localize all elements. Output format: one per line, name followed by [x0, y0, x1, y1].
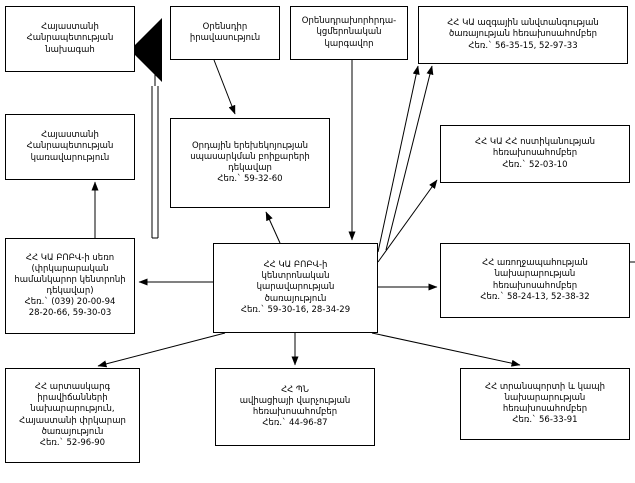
- node-line: Օրենսդրախորհրդա-: [301, 16, 397, 27]
- node-emergency-management-center: ՀՀ ԿԱ ԲՈԲՎ-ի կենտրոնական կարավարության ծ…: [213, 243, 378, 333]
- node-transport-communication-ministry: ՀՀ տրանսպորտի և կապի նախարարության հեռախ…: [460, 368, 630, 440]
- edge-center-to-legal: [265, 211, 281, 244]
- node-line: Օրդային երեխեկոյության: [191, 140, 309, 151]
- node-government-of-armenia: Հայաստանի Հանրապետության կառավարություն: [5, 114, 135, 180]
- node-line: կցմերոնական: [316, 27, 382, 38]
- node-line: Հեռ.` 59-32-60: [217, 174, 283, 185]
- node-line: ՀՀ առողջապահության: [482, 258, 588, 269]
- node-line: Հեռ.` 56-35-15, 52-97-33: [468, 40, 578, 51]
- node-line: Հայաստանի: [41, 22, 99, 33]
- node-line: նախարարության: [494, 269, 576, 280]
- edge-legislative-to-decision: [213, 59, 236, 115]
- node-line: կարավարության: [256, 282, 335, 293]
- node-line: ՀՀ ԿԱ ԲՈԲՎ-ի սեռո: [25, 252, 115, 263]
- edge-center-to-security-2: [385, 65, 434, 251]
- node-line: սպասարկման բոիքարերի: [190, 151, 310, 162]
- node-decision-making-center: Օրենսդրախորհրդա- կցմերոնական կարգավոր: [290, 6, 408, 60]
- node-line: Հեռ.` 58-24-13, 52-38-32: [480, 291, 590, 302]
- node-line: նախարարության: [504, 392, 586, 403]
- node-line: կառավարություն: [30, 152, 110, 163]
- edge-center-to-security: [377, 65, 420, 253]
- node-line: ՀՀ ՊՆ: [281, 384, 309, 395]
- node-line: հեռախոսահոմբեր: [492, 148, 578, 159]
- node-legislative-authority: Օրենսդիր իրավասություն: [170, 6, 280, 60]
- node-line: հեռախոսահոմբեր: [492, 280, 578, 291]
- arrowhead-to-president: [130, 18, 162, 82]
- node-line: իրավասություն: [189, 33, 261, 43]
- node-line: ՀՀ ԿԱ ՀՀ ոստիկանության: [474, 137, 595, 148]
- node-regional-rescue-center: ՀՀ ԿԱ ԲՈԲՎ-ի սեռո (փրկարարական համանկարո…: [5, 238, 135, 334]
- node-line: ՀՀ արտասկարգ: [34, 382, 111, 393]
- node-emergency-ministry-rescue-service: ՀՀ արտասկարգ իրավիճանների նախարարություն…: [5, 368, 140, 463]
- node-line: ծառայություն: [264, 293, 327, 304]
- node-line: կարգավոր: [324, 38, 374, 49]
- node-legal-acts-requirements: Օրդային երեխեկոյության սպասարկման բոիքար…: [170, 118, 330, 208]
- node-line: ծառայություն: [41, 426, 104, 437]
- node-line: 28-20-66, 59-30-03: [28, 308, 112, 319]
- node-line: դեկավար): [46, 286, 94, 296]
- node-line: Հանրապետության: [26, 141, 114, 152]
- node-line: Հեռ.` 44-96-87: [262, 418, 328, 429]
- node-president-of-armenia: Հայաստանի Հանրապետության նախագահ: [5, 6, 135, 72]
- node-line: ՀՀ ԿԱ ազգային անվտանգության: [447, 18, 599, 29]
- node-line: ավիացիայի վարչության: [239, 395, 351, 406]
- node-line: ՀՀ ԿԱ ԲՈԲՎ-ի: [263, 260, 328, 271]
- node-line: Հեռ.` 52-03-10: [502, 159, 568, 170]
- node-line: Հայաստանի: [41, 130, 99, 141]
- node-line: նախագահ: [45, 44, 95, 55]
- node-line: Հեռ.` (039) 20-00-94: [24, 297, 116, 308]
- edge-center-to-foreignmin: [97, 332, 226, 368]
- node-line: նախարարություն,: [30, 404, 115, 415]
- node-line: իրավիճանների: [37, 393, 108, 404]
- node-line: Հանրապետության: [26, 33, 114, 44]
- node-line: հեռախոսահոմբեր: [252, 407, 338, 417]
- node-line: Օրենսդիր: [202, 21, 248, 32]
- node-line: հեռախոսահոմբեր: [502, 404, 588, 414]
- node-national-security-service: ՀՀ ԿԱ ազգային անվտանգության ծառայության …: [418, 6, 628, 64]
- node-health-ministry: ՀՀ առողջապահության նախարարության հեռախոս…: [440, 243, 630, 318]
- node-line: Հեռ.` 52-96-90: [39, 437, 106, 448]
- node-line: (փրկարարական: [31, 263, 109, 274]
- edge-center-to-transport: [371, 332, 521, 367]
- node-line: դեկավար: [228, 163, 272, 173]
- node-line: Հեռ.` 56-33-91: [512, 415, 578, 426]
- edge-center-to-police: [377, 179, 438, 263]
- node-line: կենտրոնական: [261, 271, 330, 282]
- node-line: համանկարոր կենտրոնի: [14, 274, 126, 285]
- node-line: Հեռ.` 59-30-16, 28-34-29: [240, 304, 351, 315]
- node-police-department: ՀՀ ԿԱ ՀՀ ոստիկանության հեռախոսահոմբեր Հե…: [440, 125, 630, 183]
- node-line: ծառայության հեռախոսահոմբեր: [449, 29, 597, 40]
- node-defense-aviation-department: ՀՀ ՊՆ ավիացիայի վարչության հեռախոսահոմբե…: [215, 368, 375, 446]
- node-line: Հայաստանի փրկարար: [19, 415, 126, 426]
- node-line: ՀՀ տրանսպորտի և կապի: [485, 381, 605, 392]
